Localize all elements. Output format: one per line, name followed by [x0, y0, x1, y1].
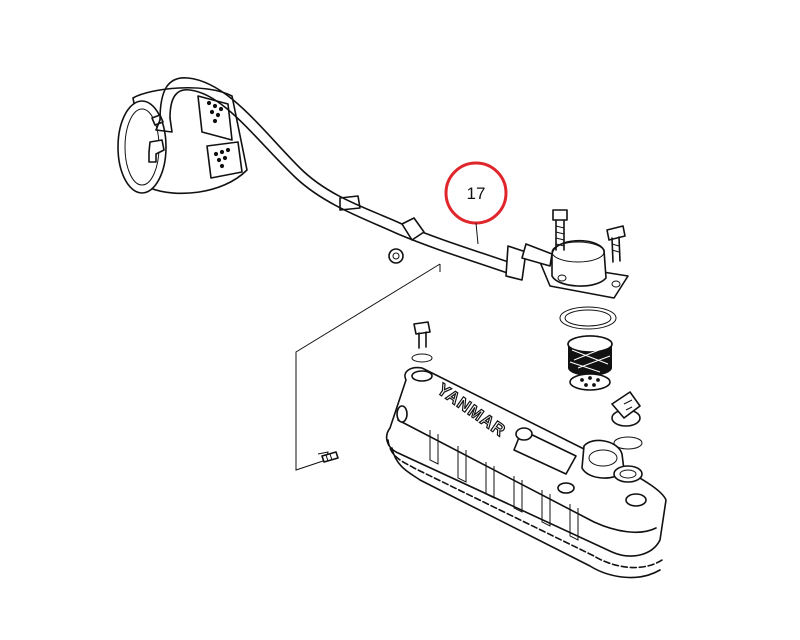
canister-dots — [206, 100, 231, 169]
breather-canister — [117, 87, 248, 195]
oil-filler-cap — [611, 391, 641, 427]
filter-washer — [569, 373, 611, 391]
callout-number: 17 — [467, 184, 486, 203]
housing-bolt-right — [606, 225, 626, 263]
cover-stud — [321, 451, 339, 463]
cover-bolt — [411, 321, 433, 363]
callout-17: 17 — [444, 161, 508, 245]
assembly-leader-lines — [295, 263, 441, 471]
housing-bolt — [552, 209, 568, 251]
cover-ribs — [429, 430, 579, 541]
oil-cap-o-ring — [613, 436, 643, 450]
housing-o-ring — [559, 306, 617, 330]
breather-hose — [155, 77, 527, 281]
breather-housing — [521, 239, 629, 299]
filter-element — [567, 335, 613, 376]
